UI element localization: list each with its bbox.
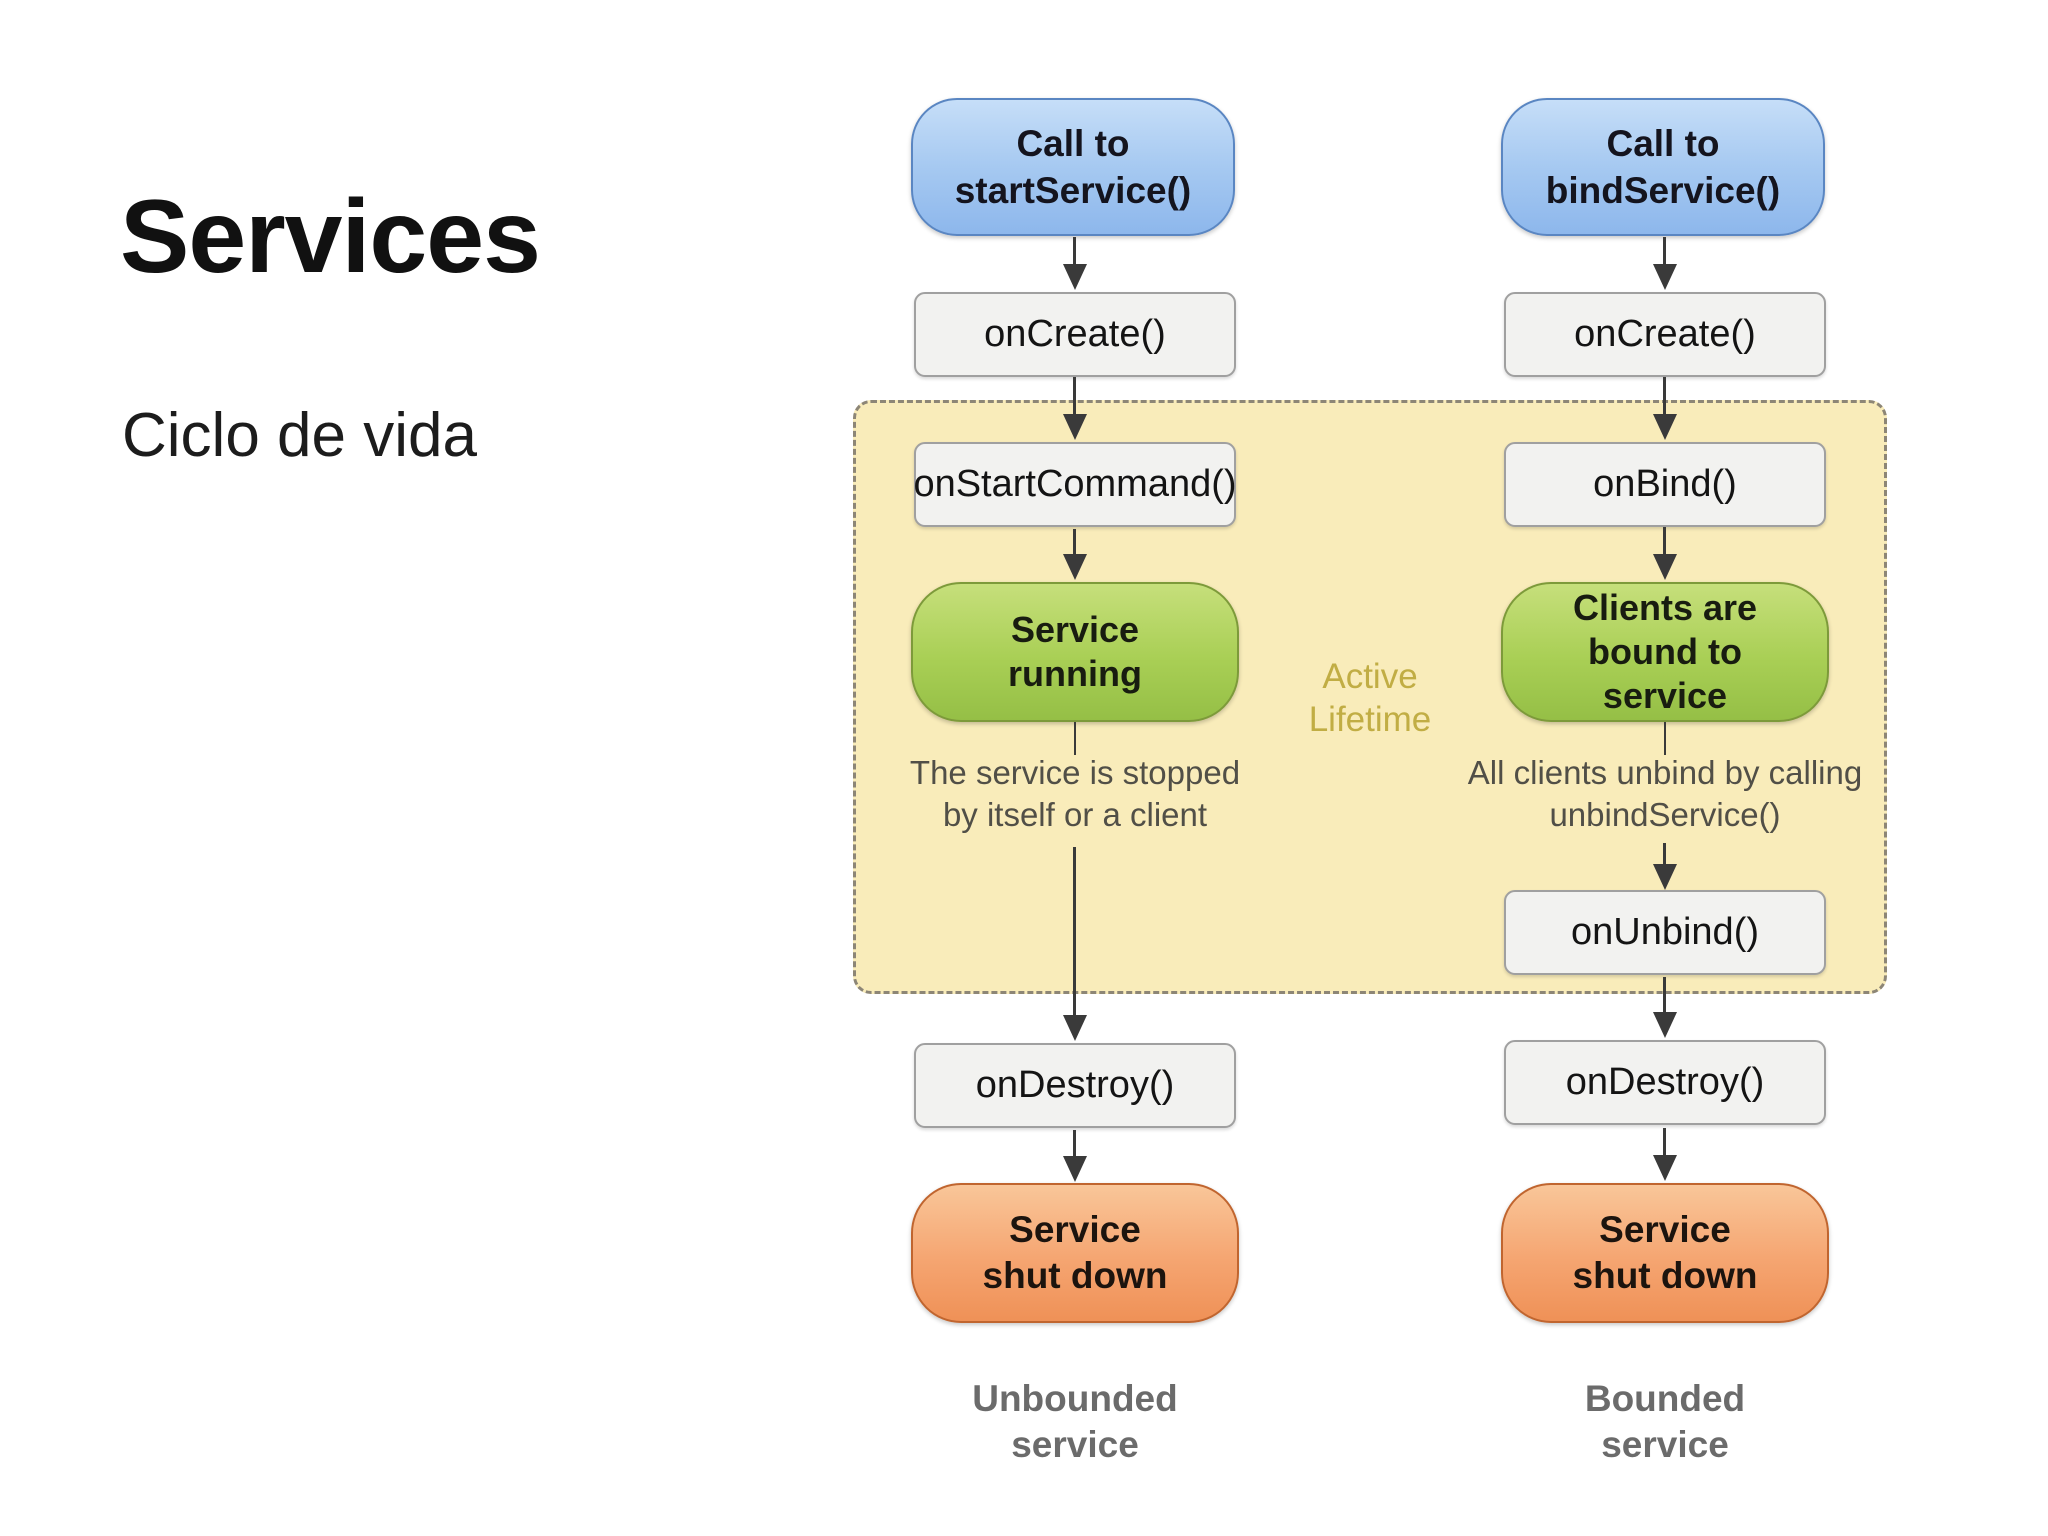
node-shutdown-left: Service shut down (911, 1183, 1239, 1323)
node-oncreate-right: onCreate() (1504, 292, 1826, 377)
arrow-down-icon (1653, 237, 1677, 290)
arrow-down-icon (1653, 527, 1677, 580)
active-lifetime-label: Active Lifetime (1308, 657, 1432, 739)
page-title: Services (120, 179, 541, 295)
caption-unbounded-service: Unbounded service (972, 1378, 1178, 1466)
node-oncreate-left: onCreate() (914, 292, 1236, 377)
node-clients-bound: Clients are bound to service (1501, 582, 1829, 722)
note-service-stopped: The service is stopped by itself or a cl… (909, 754, 1241, 834)
connector-line (1664, 722, 1666, 755)
node-onbind: onBind() (1504, 442, 1826, 527)
arrow-down-icon (1653, 843, 1677, 890)
node-onstartcommand: onStartCommand() (913, 442, 1237, 527)
connector-line (1074, 722, 1076, 755)
arrow-down-icon (1063, 529, 1087, 580)
arrow-down-icon (1063, 847, 1087, 1041)
page-subtitle: Ciclo de vida (122, 401, 477, 470)
caption-bounded-service: Bounded service (1584, 1378, 1746, 1466)
node-call-bindservice: Call to bindService() (1501, 98, 1825, 236)
arrow-down-icon (1653, 977, 1677, 1038)
arrow-down-icon (1653, 377, 1677, 440)
arrow-down-icon (1653, 1128, 1677, 1181)
arrow-down-icon (1063, 237, 1087, 290)
node-ondestroy-left: onDestroy() (914, 1043, 1236, 1128)
node-onunbind: onUnbind() (1504, 890, 1826, 975)
note-clients-unbind: All clients unbind by calling unbindServ… (1467, 754, 1863, 834)
node-shutdown-right: Service shut down (1501, 1183, 1829, 1323)
arrow-down-icon (1063, 1130, 1087, 1182)
node-call-startservice: Call to startService() (911, 98, 1235, 236)
node-ondestroy-right: onDestroy() (1504, 1040, 1826, 1125)
arrow-down-icon (1063, 377, 1087, 440)
node-service-running: Service running (911, 582, 1239, 722)
